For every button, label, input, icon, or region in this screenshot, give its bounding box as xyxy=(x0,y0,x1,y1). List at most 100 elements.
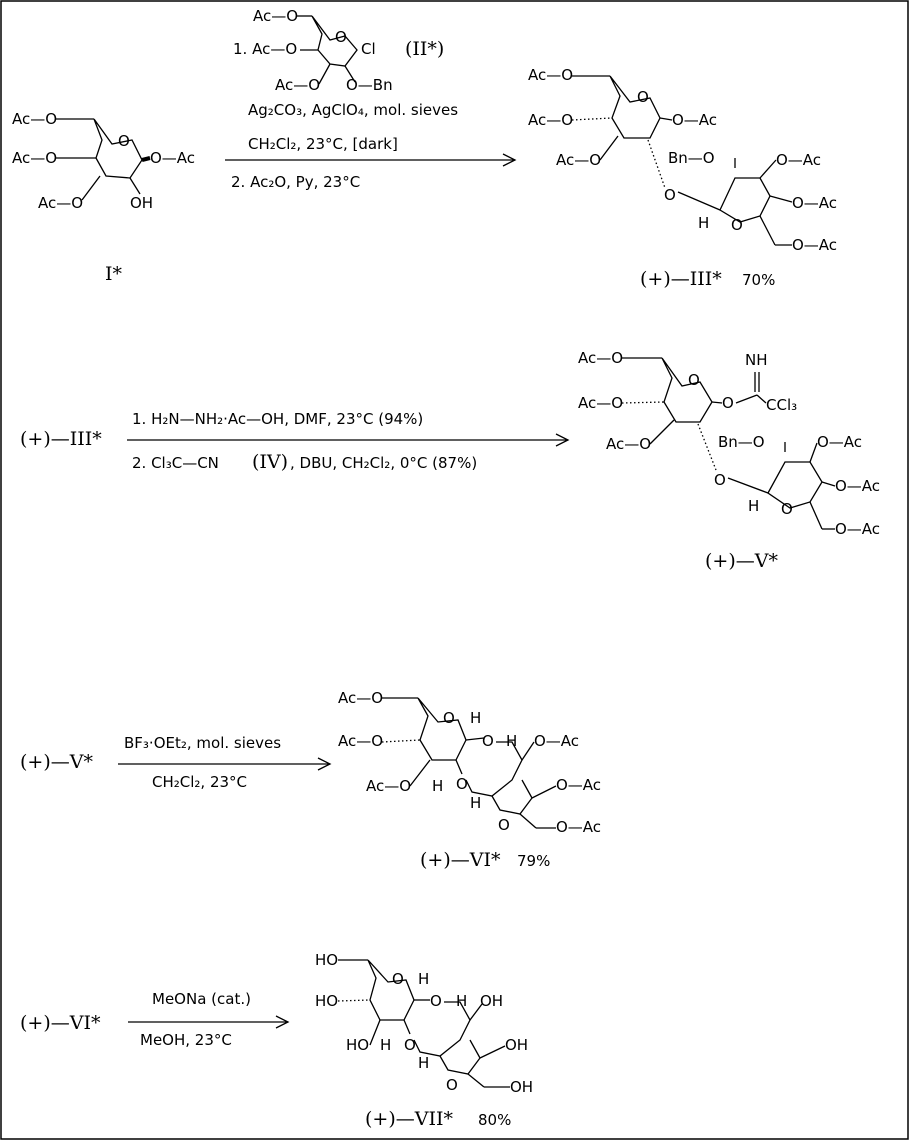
atom-label: H xyxy=(418,1054,429,1072)
atom-label: O xyxy=(731,216,743,234)
compound-label: I* xyxy=(105,263,123,285)
atom-label: Ac—O xyxy=(38,194,83,212)
atom-label: Ac—O xyxy=(606,435,651,453)
yield-label: 80% xyxy=(478,1111,511,1129)
atom-label: Ac—O xyxy=(366,777,411,795)
atom-label: O—Ac xyxy=(776,151,821,169)
compound-label: (+)—VI* xyxy=(20,1012,101,1034)
yield-label: 79% xyxy=(517,852,550,870)
atom-label: O xyxy=(781,500,793,518)
atom-label: HO xyxy=(346,1036,369,1054)
atom-label: Ac—O xyxy=(275,76,320,94)
compound-V-structure: Ac—O O Ac—O O NH CCl₃ Ac—O O Bn—O H O O—… xyxy=(578,349,880,538)
atom-label: O—Ac xyxy=(150,149,195,167)
atom-label: O—Ac xyxy=(835,477,880,495)
compound-III-structure: Ac—O O Ac—O O—Ac Ac—O O Bn—O H O O—Ac O—… xyxy=(528,66,837,254)
atom-label: Ac—O xyxy=(556,151,601,169)
atom-label: O xyxy=(722,394,734,412)
atom-label: H xyxy=(698,214,709,232)
atom-label: O xyxy=(637,88,649,106)
atom-label: H xyxy=(380,1036,391,1054)
atom-label: Ac—O xyxy=(338,732,383,750)
atom-label: Ac—O xyxy=(12,149,57,167)
atom-label: Ac—O xyxy=(253,7,298,25)
reagent-II-label: (II*) xyxy=(405,38,444,60)
atom-label: OH xyxy=(510,1078,533,1096)
atom-label: O xyxy=(664,186,676,204)
atom-label: H xyxy=(418,970,429,988)
atom-label: H xyxy=(470,709,481,727)
atom-label: CCl₃ xyxy=(766,396,797,414)
atom-label: O xyxy=(456,775,468,793)
atom-label: O xyxy=(392,970,404,988)
atom-label: O—Bn xyxy=(346,76,393,94)
atom-label: O—Ac xyxy=(792,194,837,212)
atom-label: O xyxy=(714,471,726,489)
atom-label: Cl xyxy=(361,40,376,58)
arrow-head xyxy=(555,433,570,447)
atom-label: H xyxy=(432,777,443,795)
reagent-line: CH₂Cl₂, 23°C xyxy=(152,773,247,791)
atom-label: NH xyxy=(745,351,768,369)
atom-label: O xyxy=(498,816,510,834)
atom-label: H xyxy=(470,794,481,812)
reagent-line: , DBU, CH₂Cl₂, 0°C (87%) xyxy=(290,454,477,472)
reagent-II-structure: Ac—O O 1. Ac—O Cl (II*) Ac—O O—Bn xyxy=(233,7,444,94)
atom-label: O xyxy=(446,1076,458,1094)
arrow-head xyxy=(317,757,332,771)
atom-label: O xyxy=(404,1036,416,1054)
atom-label: O—Ac xyxy=(835,520,880,538)
compound-label: (+)—VII* xyxy=(365,1108,453,1130)
atom-label: O—Ac xyxy=(792,236,837,254)
reagent-II-line: 1. Ac—O xyxy=(233,40,297,58)
atom-label: O—Ac xyxy=(672,111,717,129)
atom-label: Ac—O xyxy=(578,349,623,367)
reagent-line: BF₃·OEt₂, mol. sieves xyxy=(124,734,281,752)
atom-label: Ac—O xyxy=(578,394,623,412)
atom-label: O xyxy=(430,992,442,1010)
compound-label: (+)—VI* xyxy=(420,849,501,871)
atom-label: Ac—O xyxy=(12,110,57,128)
step-4: (+)—VI* MeONa (cat.) MeOH, 23°C HO O HO … xyxy=(20,951,533,1130)
reagent-line: 2. Cl₃C—CN xyxy=(132,454,219,472)
compound-I-structure: Ac—O O Ac—O Ac—O OH O—Ac xyxy=(12,110,195,212)
atom-label: Ac—O xyxy=(528,66,573,84)
atom-label: O—Ac xyxy=(817,433,862,451)
atom-label: H xyxy=(506,732,517,750)
atom-label: HO xyxy=(315,951,338,969)
atom-label: H xyxy=(748,497,759,515)
atom-label: HO xyxy=(315,992,338,1010)
atom-label: O—Ac xyxy=(556,776,601,794)
compound-label: (+)—V* xyxy=(20,751,93,773)
yield-label: 70% xyxy=(742,271,775,289)
compound-label: (+)—III* xyxy=(640,268,722,290)
arrow-head xyxy=(275,1015,290,1029)
atom-label: O xyxy=(335,28,347,46)
atom-label: Ac—O xyxy=(338,689,383,707)
compound-VII-structure: HO O HO H O O H HO H H O OH OH OH xyxy=(315,951,533,1096)
atom-label: Ac—O xyxy=(528,111,573,129)
reagent-line: 2. Ac₂O, Py, 23°C xyxy=(231,173,360,191)
reagent-line: MeONa (cat.) xyxy=(152,990,251,1008)
atom-label: O xyxy=(688,371,700,389)
atom-label: O xyxy=(118,132,130,150)
atom-label: OH xyxy=(480,992,503,1010)
atom-label: Bn—O xyxy=(668,149,715,167)
compound-label: (+)—V* xyxy=(705,550,778,572)
atom-label: O xyxy=(443,709,455,727)
reagent-line: 1. H₂N—NH₂·Ac—OH, DMF, 23°C (94%) xyxy=(132,410,423,428)
compound-label: (+)—III* xyxy=(20,428,102,450)
atom-label: H xyxy=(456,992,467,1010)
step-1: Ac—O O 1. Ac—O Cl (II*) Ac—O O—Bn Ag₂CO₃… xyxy=(12,7,837,290)
atom-label: O—Ac xyxy=(534,732,579,750)
compound-VI-structure: Ac—O O Ac—O H O O H Ac—O H H O O—Ac O—Ac… xyxy=(338,689,601,836)
reagent-line: CH₂Cl₂, 23°C, [dark] xyxy=(248,135,398,153)
atom-label: Bn—O xyxy=(718,433,765,451)
reagent-line: MeOH, 23°C xyxy=(140,1031,232,1049)
atom-label: O—Ac xyxy=(556,818,601,836)
atom-label: OH xyxy=(130,194,153,212)
atom-label: O xyxy=(482,732,494,750)
step-3: (+)—V* BF₃·OEt₂, mol. sieves CH₂Cl₂, 23°… xyxy=(20,689,601,871)
